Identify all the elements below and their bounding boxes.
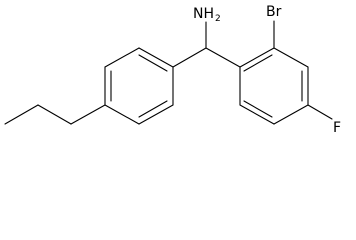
- bromine-label: Br: [266, 4, 282, 20]
- amine-label: NH: [193, 6, 214, 22]
- fluorine-bond: [307, 104, 333, 120]
- propyl-bond-1: [4, 104, 39, 125]
- left-ring-bond-5-inner: [138, 100, 168, 118]
- right-ring-bond-5: [239, 104, 275, 125]
- amine-h-count: 2: [215, 14, 221, 24]
- right-ring-bond-5-inner: [243, 100, 273, 118]
- right-ring-bond-1-inner: [243, 54, 273, 72]
- propyl-bond-2: [37, 104, 72, 125]
- left-ring-bond-3-inner: [138, 54, 168, 72]
- center-to-right-ring-bond: [205, 47, 241, 68]
- left-ring-bond-3: [138, 47, 174, 68]
- right-ring-bond-2: [273, 47, 309, 68]
- left-ring-to-center-bond: [172, 47, 207, 68]
- molecule-canvas: NH 2 Br F: [4, 4, 342, 136]
- propyl-bond-3: [70, 104, 106, 125]
- left-ring-bond-5: [138, 104, 174, 125]
- fluorine-label: F: [333, 120, 341, 136]
- right-ring-bond-4: [273, 104, 309, 125]
- right-ring-bond-1: [239, 47, 275, 68]
- structure-diagram: NH 2 Br F: [4, 4, 341, 136]
- left-ring-bond-2: [104, 47, 140, 68]
- left-ring-bond-6: [104, 104, 140, 125]
